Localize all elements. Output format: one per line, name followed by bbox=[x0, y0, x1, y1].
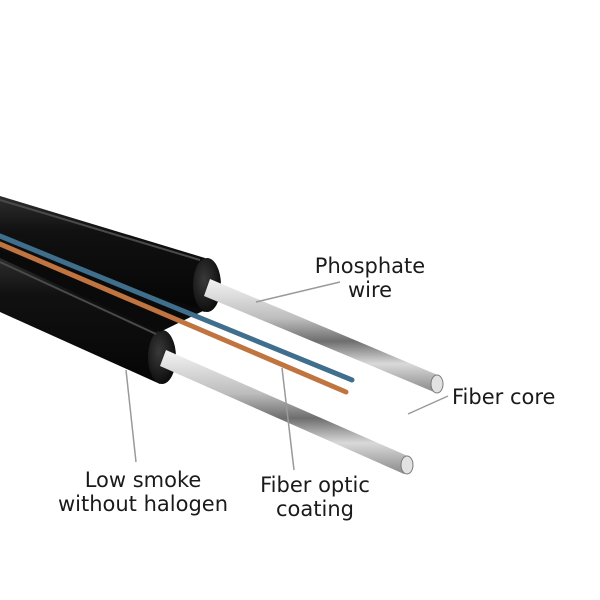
leader-coating bbox=[281, 367, 295, 471]
label-low-smoke: Low smoke without halogen bbox=[48, 468, 238, 516]
upper-phosphate-wire bbox=[204, 279, 444, 394]
label-fiber-core-text: Fiber core bbox=[452, 385, 556, 409]
label-low-smoke-line1: Low smoke bbox=[84, 468, 202, 492]
label-phosphate-line1: Phosphate bbox=[314, 254, 426, 278]
fiber-orange bbox=[0, 241, 349, 395]
label-coating-line2: coating bbox=[276, 497, 354, 521]
lower-phosphate-wire bbox=[160, 350, 414, 475]
label-phosphate-line2: wire bbox=[347, 278, 393, 302]
lower-jacket bbox=[0, 256, 176, 384]
leader-phosphate bbox=[255, 281, 341, 303]
label-fiber-core: Fiber core bbox=[452, 385, 572, 409]
leader-fiber-core bbox=[407, 395, 449, 415]
leader-low-smoke bbox=[125, 369, 137, 463]
fiber-coating bbox=[0, 233, 355, 395]
leader-lines bbox=[125, 281, 449, 471]
label-phosphate-wire: Phosphate wire bbox=[300, 254, 440, 302]
fiber-blue bbox=[0, 233, 355, 383]
label-low-smoke-line2: without halogen bbox=[57, 492, 229, 516]
label-coating-line1: Fiber optic bbox=[260, 473, 370, 497]
label-fiber-optic-coating: Fiber optic coating bbox=[240, 473, 390, 521]
